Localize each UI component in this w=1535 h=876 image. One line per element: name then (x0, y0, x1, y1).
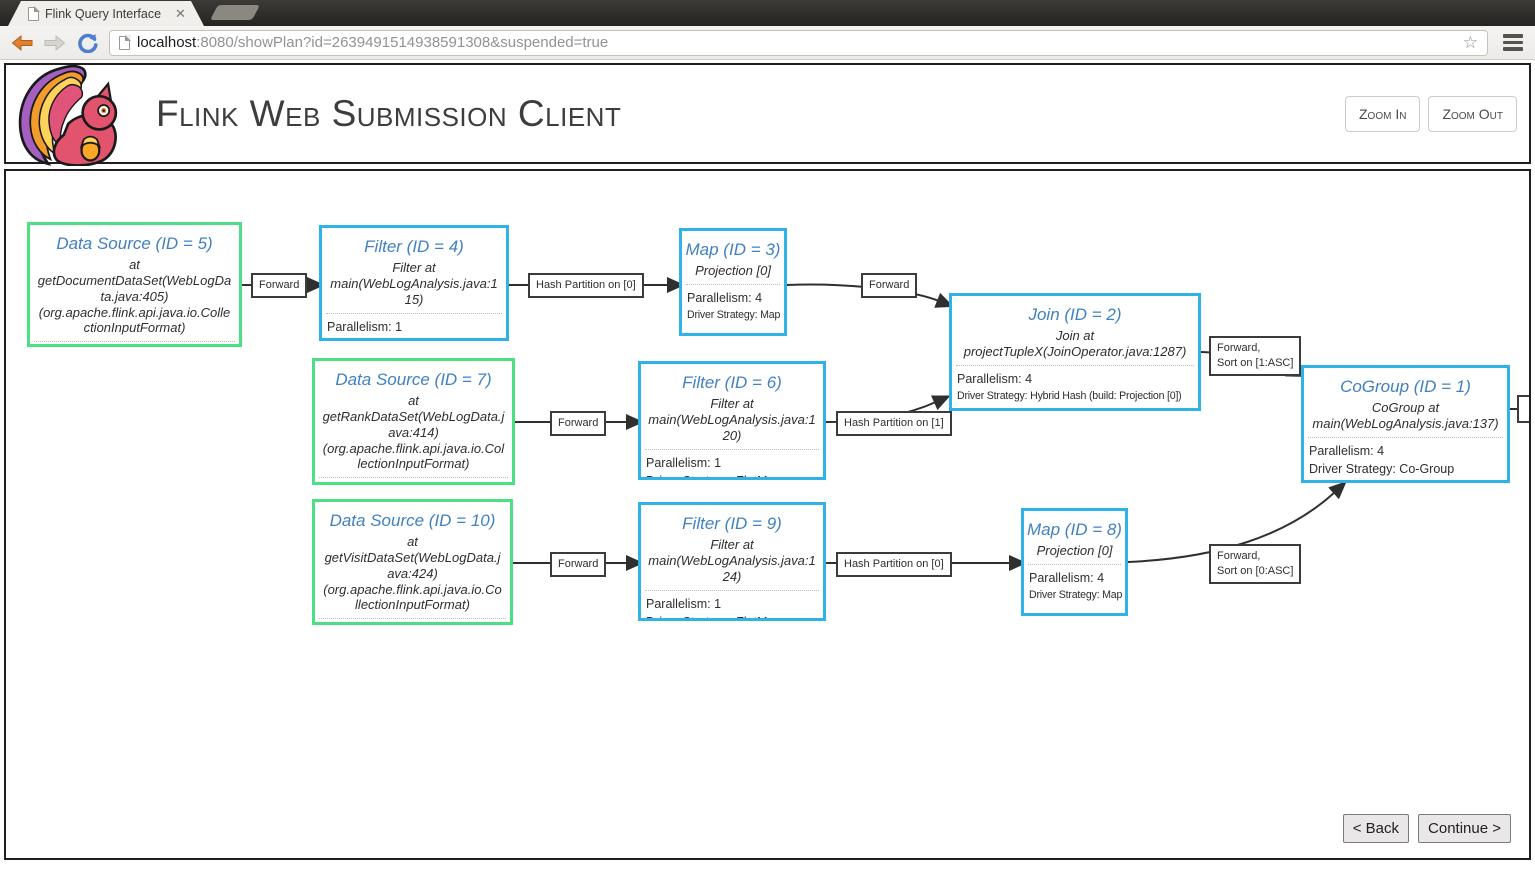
edge-label: Forward (550, 552, 607, 577)
edge-label: Forward (861, 273, 918, 298)
plan-node-filter-4: Filter (ID = 4) Filter at main(WebLogAna… (319, 225, 509, 341)
separator (1028, 563, 1121, 565)
node-description: CoGroup at main(WebLogAnalysis.java:137) (1312, 400, 1499, 431)
forward-icon (44, 34, 66, 51)
node-description: Filter at main(WebLogAnalysis.java:120) (648, 396, 816, 443)
plan-node-map-3: Map (ID = 3) Projection [0] Parallelism:… (679, 228, 787, 336)
node-parallelism: Parallelism: 1 (327, 319, 403, 334)
plan-node-data-source-5: Data Source (ID = 5) at getDocumentDataS… (27, 222, 242, 347)
browser-reload-button[interactable] (76, 33, 100, 53)
node-title: Data Source (ID = 5) (56, 234, 213, 253)
bookmark-star-icon[interactable]: ☆ (1462, 33, 1478, 52)
document-icon (119, 35, 131, 50)
plan-node-data-source-7: Data Source (ID = 7) at getRankDataSet(W… (312, 358, 515, 485)
node-title: Map (ID = 8) (1027, 520, 1122, 539)
node-parallelism: Parallelism: 1 (315, 622, 510, 625)
node-description: at getDocumentDataSet(WebLogData.java:40… (37, 257, 232, 336)
separator (1308, 436, 1503, 438)
node-description: Projection [0] (1036, 543, 1113, 558)
edge-label: Forward (550, 411, 607, 436)
plan-node-data-source-10: Data Source (ID = 10) at getVisitDataSet… (312, 499, 513, 625)
node-title: Join (ID = 2) (1028, 305, 1122, 324)
node-title: Map (ID = 3) (685, 240, 781, 259)
separator (956, 364, 1194, 366)
node-driver-strategy: Driver Strategy: FlatMap (641, 471, 823, 477)
node-parallelism: Parallelism: 4 (1029, 570, 1105, 585)
node-description: Filter at main(WebLogAnalysis.java:115) (330, 260, 498, 307)
wizard-buttons: < Back Continue > (1342, 814, 1511, 843)
plan-node-filter-9: Filter (ID = 9) Filter at main(WebLogAna… (638, 502, 826, 621)
node-description: Filter at main(WebLogAnalysis.java:124) (648, 537, 816, 584)
header-panel: Flink Web Submission Client Zoom In Zoom… (4, 63, 1531, 166)
node-driver-strategy: Driver Strategy: Hybrid Hash (build: Pro… (957, 389, 1182, 402)
url-bar[interactable]: localhost:8080/showPlan?id=2639491514938… (109, 29, 1488, 56)
reload-icon (78, 33, 98, 53)
url-path: :8080/showPlan?id=2639491514938591308&su… (196, 34, 609, 51)
edge-label: Hash Partition on [0] (836, 552, 952, 577)
browser-toolbar: localhost:8080/showPlan?id=2639491514938… (0, 26, 1535, 60)
zoom-in-button[interactable]: Zoom In (1344, 95, 1421, 132)
node-title: Filter (ID = 4) (364, 237, 464, 256)
tab-title: Flink Query Interface (45, 6, 162, 21)
separator (686, 283, 780, 285)
plan-canvas: Data Source (ID = 5) at getDocumentDataS… (4, 169, 1531, 860)
edge-label: Hash Partition on [1] (836, 411, 952, 436)
node-title: CoGroup (ID = 1) (1340, 377, 1471, 396)
separator (645, 448, 819, 450)
menu-icon[interactable] (1501, 32, 1525, 53)
browser-back-button[interactable] (10, 33, 34, 53)
node-description: Projection [0] (695, 263, 771, 278)
tab-close-icon[interactable]: ✕ (175, 6, 186, 21)
edge-label: Forward,Sort on [1:ASC] (1209, 336, 1302, 376)
node-parallelism: Parallelism: 1 (646, 596, 722, 611)
plan-node-filter-6: Filter (ID = 6) Filter at main(WebLogAna… (638, 361, 826, 480)
node-parallelism: Parallelism: 1 (315, 481, 512, 482)
edge-label: Forward (251, 273, 308, 298)
separator (319, 477, 508, 479)
node-parallelism: Parallelism: 1 (646, 455, 722, 470)
browser-tab-bar: Flink Query Interface ✕ (0, 0, 1535, 26)
plan-node-map-8: Map (ID = 8) Projection [0] Parallelism:… (1021, 508, 1128, 616)
node-title: Data Source (ID = 10) (329, 511, 496, 530)
plan-node-cogroup-1: CoGroup (ID = 1) CoGroup at main(WebLogA… (1301, 365, 1510, 483)
separator (34, 341, 235, 343)
node-driver-strategy: Driver Strategy: Map (687, 308, 781, 321)
back-button[interactable]: < Back (1342, 814, 1410, 843)
back-icon (11, 34, 33, 51)
edge-label-clipped (1517, 395, 1529, 423)
page-title: Flink Web Submission Client (156, 92, 622, 134)
zoom-controls: Zoom In Zoom Out (1344, 95, 1517, 132)
node-driver-strategy: Driver Strategy: FlatMap (322, 335, 506, 339)
browser-tab[interactable]: Flink Query Interface ✕ (8, 1, 204, 26)
browser-forward-button[interactable] (43, 33, 67, 53)
node-description: at getRankDataSet(WebLogData.java:414) (… (322, 393, 505, 472)
zoom-out-button[interactable]: Zoom Out (1428, 95, 1517, 132)
node-parallelism: Parallelism: 4 (1309, 443, 1385, 458)
node-description: Join at projectTupleX(JoinOperator.java:… (963, 328, 1187, 359)
url-host: localhost (137, 34, 197, 51)
node-driver-strategy: Driver Strategy: Co-Group (1309, 461, 1455, 476)
node-title: Data Source (ID = 7) (335, 370, 492, 389)
node-driver-strategy: Driver Strategy: FlatMap (641, 612, 823, 618)
plan-node-join-2: Join (ID = 2) Join at projectTupleX(Join… (949, 293, 1201, 411)
flink-logo (18, 64, 118, 166)
node-driver-strategy: Driver Strategy: Map (1029, 588, 1123, 601)
separator (645, 589, 819, 591)
node-parallelism: Parallelism: 4 (957, 371, 1033, 386)
url-text: localhost:8080/showPlan?id=2639491514938… (137, 34, 1456, 51)
new-tab-button[interactable] (210, 5, 260, 20)
node-description: at getVisitDataSet(WebLogData.java:424) … (323, 534, 502, 613)
separator (319, 618, 506, 620)
node-parallelism: Parallelism: 4 (687, 290, 763, 305)
edge-label: Hash Partition on [0] (528, 273, 644, 298)
node-title: Filter (ID = 9) (682, 514, 782, 533)
page-icon (28, 7, 39, 21)
node-title: Filter (ID = 6) (682, 373, 782, 392)
continue-button[interactable]: Continue > (1418, 814, 1511, 843)
edge-label: Forward,Sort on [0:ASC] (1209, 544, 1302, 584)
node-parallelism: Parallelism: 1 (30, 345, 239, 347)
separator (326, 312, 502, 314)
